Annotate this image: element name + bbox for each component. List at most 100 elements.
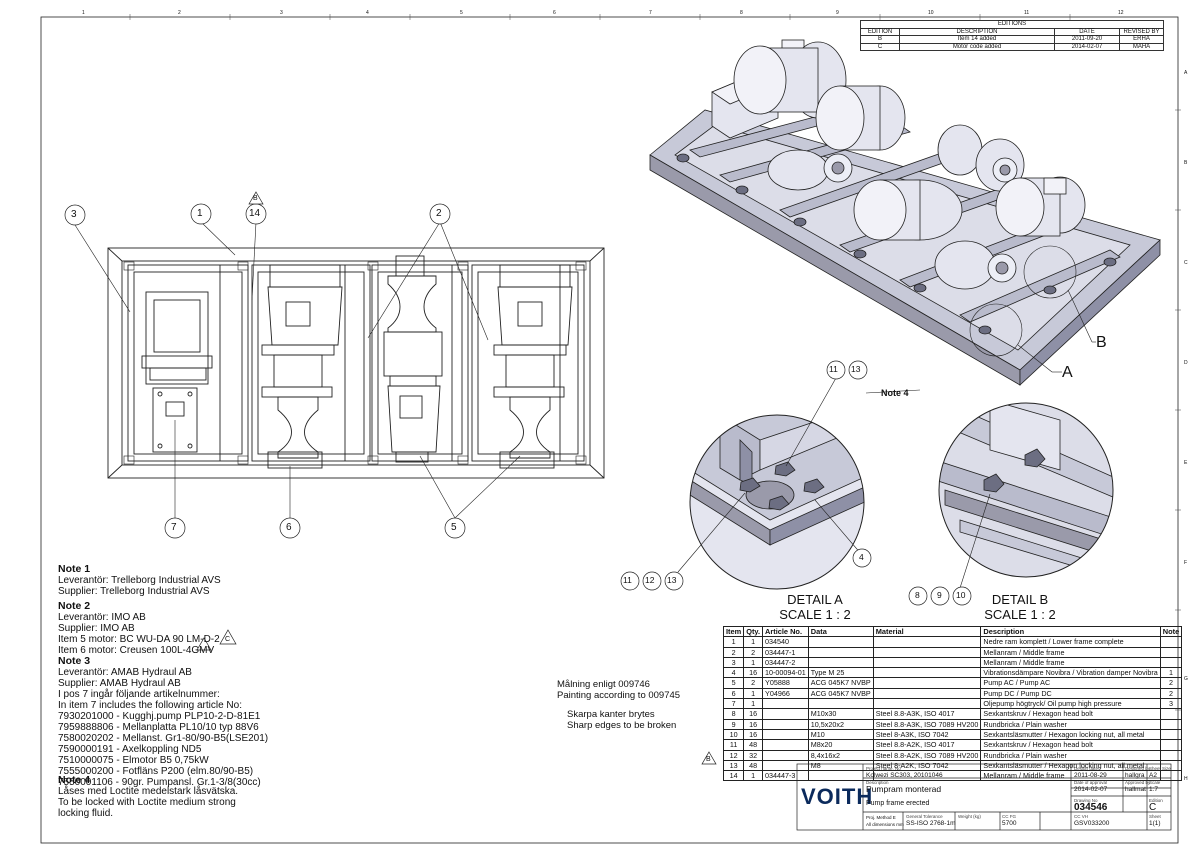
note-line: 7550001106 - 90gr. Pumpansl. Gr.1-3/8(30… — [58, 777, 261, 788]
bom-cell: 2 — [743, 646, 764, 658]
cc-vh-value: GSV033200 — [1074, 820, 1110, 827]
tolerance-value: SS-ISO 2768-1m — [906, 820, 956, 827]
sheet-size: A2 — [1149, 772, 1157, 779]
detail-b-view — [908, 402, 1114, 606]
detail-callout: 10 — [956, 590, 966, 600]
bom-cell: M8x20 — [807, 739, 874, 751]
bom-cell — [1159, 646, 1183, 658]
field-label: CC FG — [1002, 814, 1016, 819]
bom-cell: 8,4x16x2 — [807, 749, 874, 761]
grid-label: H — [1184, 776, 1188, 782]
bill-of-materials: Item Qty. Article No. Data Material Desc… — [722, 625, 1183, 782]
bom-cell: Y04966 — [762, 687, 809, 700]
drawing-number: 034546 — [1074, 802, 1108, 813]
grid-label: 10 — [928, 10, 934, 16]
note-3: Note 3 Leverantör: AMAB Hydraul AB Suppl… — [58, 656, 269, 789]
bom-header: Note — [1159, 625, 1183, 638]
callout-5: 5 — [451, 522, 457, 533]
detail-callout: 4 — [859, 552, 864, 562]
grid-label: C — [1184, 260, 1188, 266]
bom-cell: 1 — [743, 656, 764, 669]
bom-cell: 13 — [722, 759, 745, 772]
note-line: 7555000200 - Fotfläns P200 (elm.80/90-B5… — [58, 766, 254, 777]
bom-cell: 12 — [722, 749, 745, 761]
bom-cell — [1159, 718, 1183, 730]
field-label: Date of approval — [1074, 780, 1108, 785]
bom-cell: 16 — [743, 718, 764, 730]
field-label: Edition — [1149, 798, 1163, 803]
detail-b-scale: SCALE 1 : 2 — [984, 607, 1056, 622]
note-line: 7580020202 - Mellanst. Gr1-80/90-B5(LSE2… — [58, 733, 269, 744]
bom-cell: M10x30 — [807, 708, 874, 720]
bom-cell — [1159, 728, 1183, 741]
editions-row: B Item 14 added 2011-09-20 ERHA — [860, 35, 1164, 44]
edition-value: C — [1149, 802, 1157, 813]
note-line: Supplier: AMAB Hydraul AB — [58, 678, 181, 689]
grid-label: 5 — [460, 10, 463, 16]
bom-cell — [872, 667, 982, 679]
bom-cell — [762, 698, 809, 710]
bom-cell — [1159, 749, 1183, 761]
bom-cell — [872, 687, 982, 700]
bom-cell: Vibrationsdämpare Novibra / Vibration da… — [980, 667, 1161, 679]
bom-cell — [872, 636, 982, 648]
bom-cell: 034447-3 — [762, 770, 809, 782]
field-label: Description — [866, 780, 889, 785]
note-line: Leverantör: Trelleborg Industrial AVS — [58, 575, 221, 586]
bom-cell: Steel 8.8-A3K, ISO 7089 HV200 — [872, 718, 982, 730]
editions-header: DATE — [1054, 27, 1120, 36]
detail-a-scale: SCALE 1 : 2 — [779, 607, 851, 622]
bom-cell: 14 — [722, 770, 745, 782]
field-label: Design date — [1074, 766, 1099, 771]
bom-cell: 16 — [743, 728, 764, 741]
note-line: 7590000191 - Axelkoppling ND5 — [58, 744, 202, 755]
editions-title: EDITIONS — [860, 20, 1164, 29]
field-label: Drawing No — [1074, 798, 1098, 803]
bom-cell — [762, 739, 809, 751]
sheet-value: 1(1) — [1149, 820, 1161, 827]
painting-sv: Målning enligt 009746 — [557, 679, 650, 690]
edges-note: Skarpa kanter brytes Sharp edges to be b… — [567, 709, 676, 731]
detail-a-view — [620, 360, 921, 591]
bom-cell: Sexkantsläsmutter / Hexagon locking nut,… — [980, 728, 1161, 741]
note-line: I pos 7 ingår följande artikelnummer: — [58, 689, 220, 700]
bom-cell: Y05888 — [762, 677, 809, 689]
bom-cell: 2 — [1159, 687, 1183, 700]
note-line: In item 7 includes the following article… — [58, 700, 242, 711]
outer-frame — [107, 247, 605, 479]
note-title: Note 2 — [58, 600, 91, 612]
note-line: Supplier: Trelleborg Industrial AVS — [58, 586, 210, 597]
bom-cell: 10 — [722, 728, 745, 741]
grid-label: F — [1184, 560, 1188, 566]
grid-label: A — [1184, 70, 1188, 76]
note-line: Supplier: IMO AB — [58, 623, 135, 634]
bom-cell: 2 — [1159, 677, 1183, 689]
painting-en: Painting according to 009745 — [557, 690, 681, 701]
approval-date: 2014-02-07 — [1074, 786, 1108, 793]
bom-cell: M8 — [807, 759, 874, 772]
note-line: Item 5 motor: BC WU-DA 90 LM-D-2 — [58, 634, 220, 645]
detail-callout: 9 — [937, 590, 942, 600]
editions-header: DESCRIPTION — [899, 27, 1055, 36]
bom-cell — [762, 718, 809, 730]
bom-header: Qty. — [743, 625, 764, 638]
bom-cell: 034447-1 — [762, 646, 809, 658]
note-line: To be locked with Loctite medium strong — [58, 797, 236, 808]
editions-row: C Motor code added 2014-02-07 MAHA — [860, 42, 1164, 51]
grid-label: 6 — [553, 10, 556, 16]
bom-cell — [1159, 739, 1183, 751]
note-line: 7930201000 - Kugghj.pump PLP10-2-D-81E1 — [58, 711, 261, 722]
bom-cell: 5 — [722, 677, 745, 689]
project-value: Kolwezi SC303, 20101046 — [866, 772, 943, 779]
bom-cell: 1 — [743, 698, 764, 710]
note-line: Leverantör: IMO AB — [58, 612, 146, 623]
